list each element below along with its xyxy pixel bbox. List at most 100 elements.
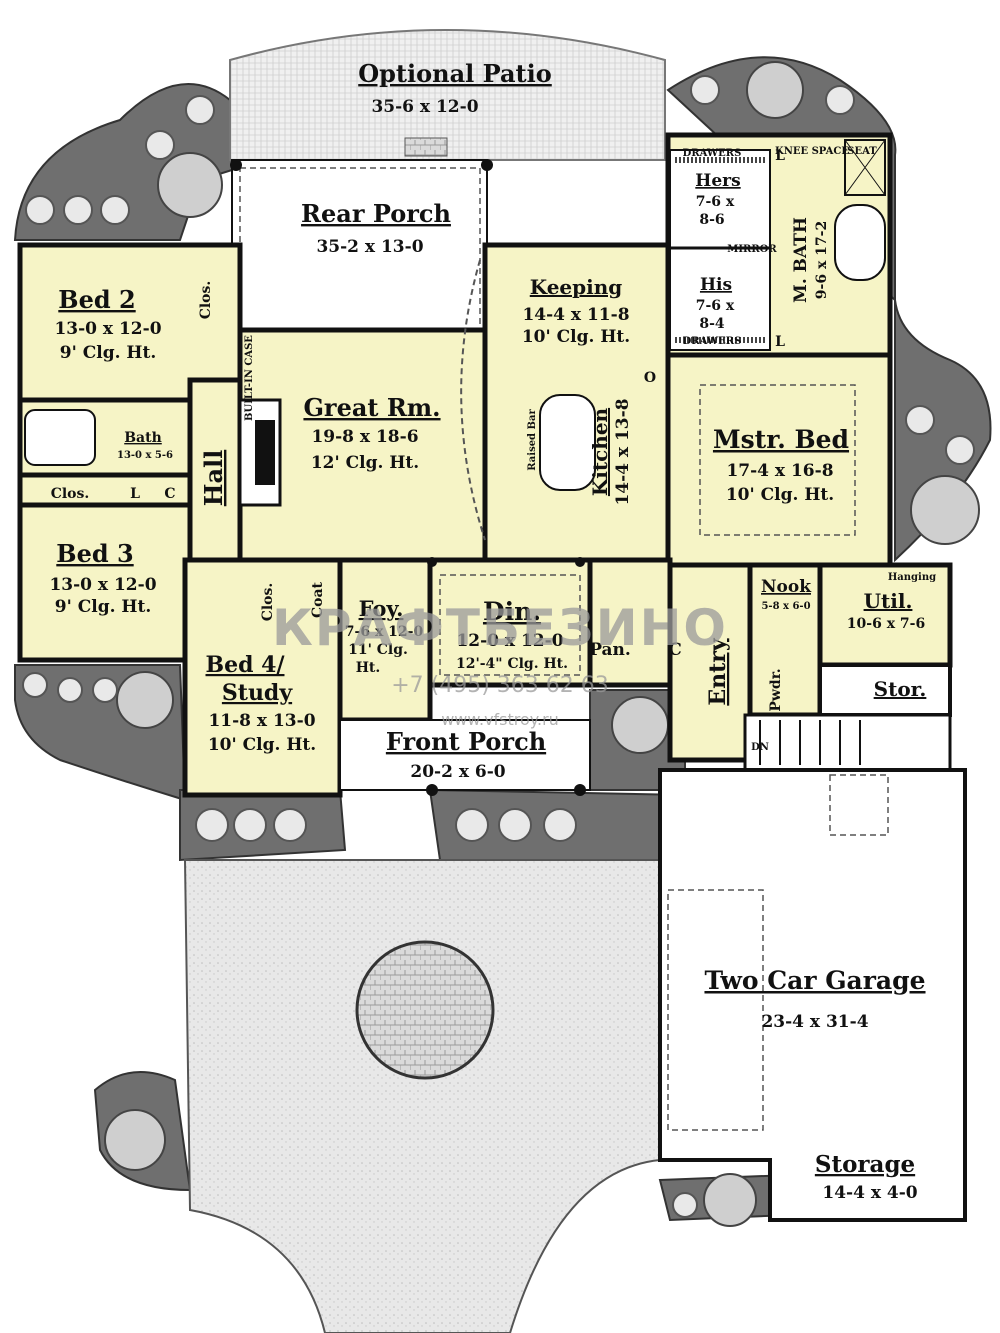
great-room-name: Great Rm. — [303, 393, 440, 422]
dining-size: 12-0 x 12-0 — [456, 631, 563, 651]
bed2-name: Bed 2 — [58, 285, 135, 314]
rear-porch-size: 35-2 x 13-0 — [316, 237, 423, 257]
knee-space-label: KNEE SPACE — [775, 146, 849, 157]
foyer-ceiling-2: Ht. — [356, 660, 381, 676]
his-drawers-label: DRAWERS — [683, 336, 742, 347]
mbath-name: M. BATH — [791, 217, 811, 303]
dining-name: Din. — [483, 597, 541, 626]
watermark-phone: +7 (495) 363 62 63 — [391, 673, 609, 698]
bed2-closet-label: Clos. — [198, 281, 214, 320]
great-room-ceiling: 12' Clg. Ht. — [311, 453, 419, 473]
nook-size: 5-8 x 6-0 — [761, 601, 810, 612]
mstr-bed-name: Mstr. Bed — [713, 425, 849, 454]
mbath-size: 9-6 x 17-2 — [814, 221, 830, 299]
keeping-size: 14-4 x 11-8 — [522, 305, 629, 325]
bed4-name-2: Study — [222, 680, 293, 706]
mirror-label: MIRROR — [727, 244, 777, 255]
mstr-bed-area — [665, 352, 893, 568]
storage-size: 14-4 x 4-0 — [822, 1183, 917, 1203]
bed3-ceiling: 9' Clg. Ht. — [55, 597, 152, 617]
house — [17, 132, 953, 798]
bed2-ceiling: 9' Clg. Ht. — [60, 343, 157, 363]
lav-2-label: L — [775, 334, 785, 350]
linen-label: L — [130, 486, 140, 502]
his-size-2: 8-4 — [699, 316, 725, 332]
stair — [743, 713, 952, 772]
patio-area — [229, 29, 666, 161]
pantry-c-label: C — [668, 640, 682, 660]
great-room-size: 19-8 x 18-6 — [311, 427, 418, 447]
bed2-size: 13-0 x 12-0 — [54, 319, 161, 339]
pantry-name: Pan. — [589, 640, 631, 660]
bed3-area — [17, 502, 193, 663]
nook-name: Nook — [761, 577, 812, 597]
foyer-area — [337, 557, 433, 723]
entry-name: Entry — [705, 637, 731, 706]
front-porch-area — [339, 719, 591, 791]
util-name: Util. — [864, 589, 913, 613]
fireplace-firebox — [255, 420, 275, 485]
bed3-name: Bed 3 — [56, 539, 133, 568]
entry-area — [667, 562, 753, 763]
garage-name: Two Car Garage — [704, 966, 925, 995]
watermark: КРАФТБЕЗИНО +7 (495) 363 62 63 www.vfstr… — [272, 599, 728, 729]
util-size: 10-6 x 7-6 — [847, 616, 925, 632]
hers-name: Hers — [695, 171, 740, 191]
hanging-label: Hanging — [888, 572, 936, 583]
garage-area — [658, 768, 967, 1222]
bathtub — [24, 409, 96, 466]
powder-name: Pwdr. — [768, 668, 784, 711]
hers-size-2: 8-6 — [699, 212, 724, 228]
dining-area — [427, 557, 593, 688]
kitchen-name: Kitchen — [588, 407, 612, 496]
bath-size: 13-0 x 5-6 — [117, 450, 173, 461]
bath-name: Bath — [124, 430, 162, 446]
his-name: His — [700, 275, 732, 295]
oven-label: O — [644, 370, 656, 386]
keeping-name: Keeping — [530, 275, 623, 299]
hall-closet-label: Clos. — [51, 486, 90, 502]
bed3-size: 13-0 x 12-0 — [49, 575, 156, 595]
bed4-name-1: Bed 4/ — [206, 652, 286, 678]
foyer-name: Foy. — [359, 596, 404, 621]
keeping-ceiling: 10' Clg. Ht. — [522, 327, 630, 347]
master-tub — [834, 204, 886, 281]
bed4-size: 11-8 x 13-0 — [208, 711, 315, 731]
coat-closet-c-label: C — [164, 486, 175, 502]
shower — [844, 139, 886, 196]
patio-step — [404, 137, 448, 157]
storage-name: Storage — [815, 1151, 915, 1178]
kitchen-size: 14-4 x 13-8 — [613, 398, 633, 505]
coat-label: Coat — [310, 581, 326, 618]
garage-size: 23-4 x 31-4 — [761, 1012, 868, 1032]
front-court — [183, 859, 661, 1333]
labels: Optional Patio 35-6 x 12-0 Rear Porch 35… — [49, 59, 936, 1203]
built-in-label: BUILT-IN CASE — [244, 335, 255, 421]
hers-size-1: 7-6 x — [696, 194, 735, 210]
front-porch-name: Front Porch — [386, 727, 546, 756]
bed4-closet-label: Clos. — [260, 583, 276, 622]
watermark-brand: КРАФТБЕЗИНО — [272, 599, 728, 657]
seat-label: SEAT — [847, 146, 877, 157]
court-circle — [355, 940, 495, 1080]
foyer-ceiling-1: 11' Clg. — [348, 642, 408, 658]
patio-size: 35-6 x 12-0 — [371, 97, 478, 117]
shrubs — [22, 61, 980, 1227]
his-size-1: 7-6 x — [696, 298, 735, 314]
stair-dn-label: DN — [751, 742, 769, 753]
front-porch-size: 20-2 x 6-0 — [410, 762, 505, 782]
mstr-bed-size: 17-4 x 16-8 — [726, 461, 833, 481]
bed4-area — [182, 557, 343, 798]
lav-1-label: L — [775, 148, 785, 164]
kitchen-island — [539, 394, 596, 491]
mstr-bed-ceiling: 10' Clg. Ht. — [726, 485, 834, 505]
raised-bar-label: Raised Bar — [527, 409, 538, 471]
foyer-size: 7-6 x 12-0 — [345, 624, 424, 640]
dining-ceiling: 12'-4" Clg. Ht. — [456, 656, 568, 672]
bed4-ceiling: 10' Clg. Ht. — [208, 735, 316, 755]
hers-drawers-label: DRAWERS — [683, 148, 742, 159]
rear-porch-name: Rear Porch — [301, 199, 451, 228]
stor-name: Stor. — [874, 677, 927, 701]
closets-block — [669, 149, 771, 351]
